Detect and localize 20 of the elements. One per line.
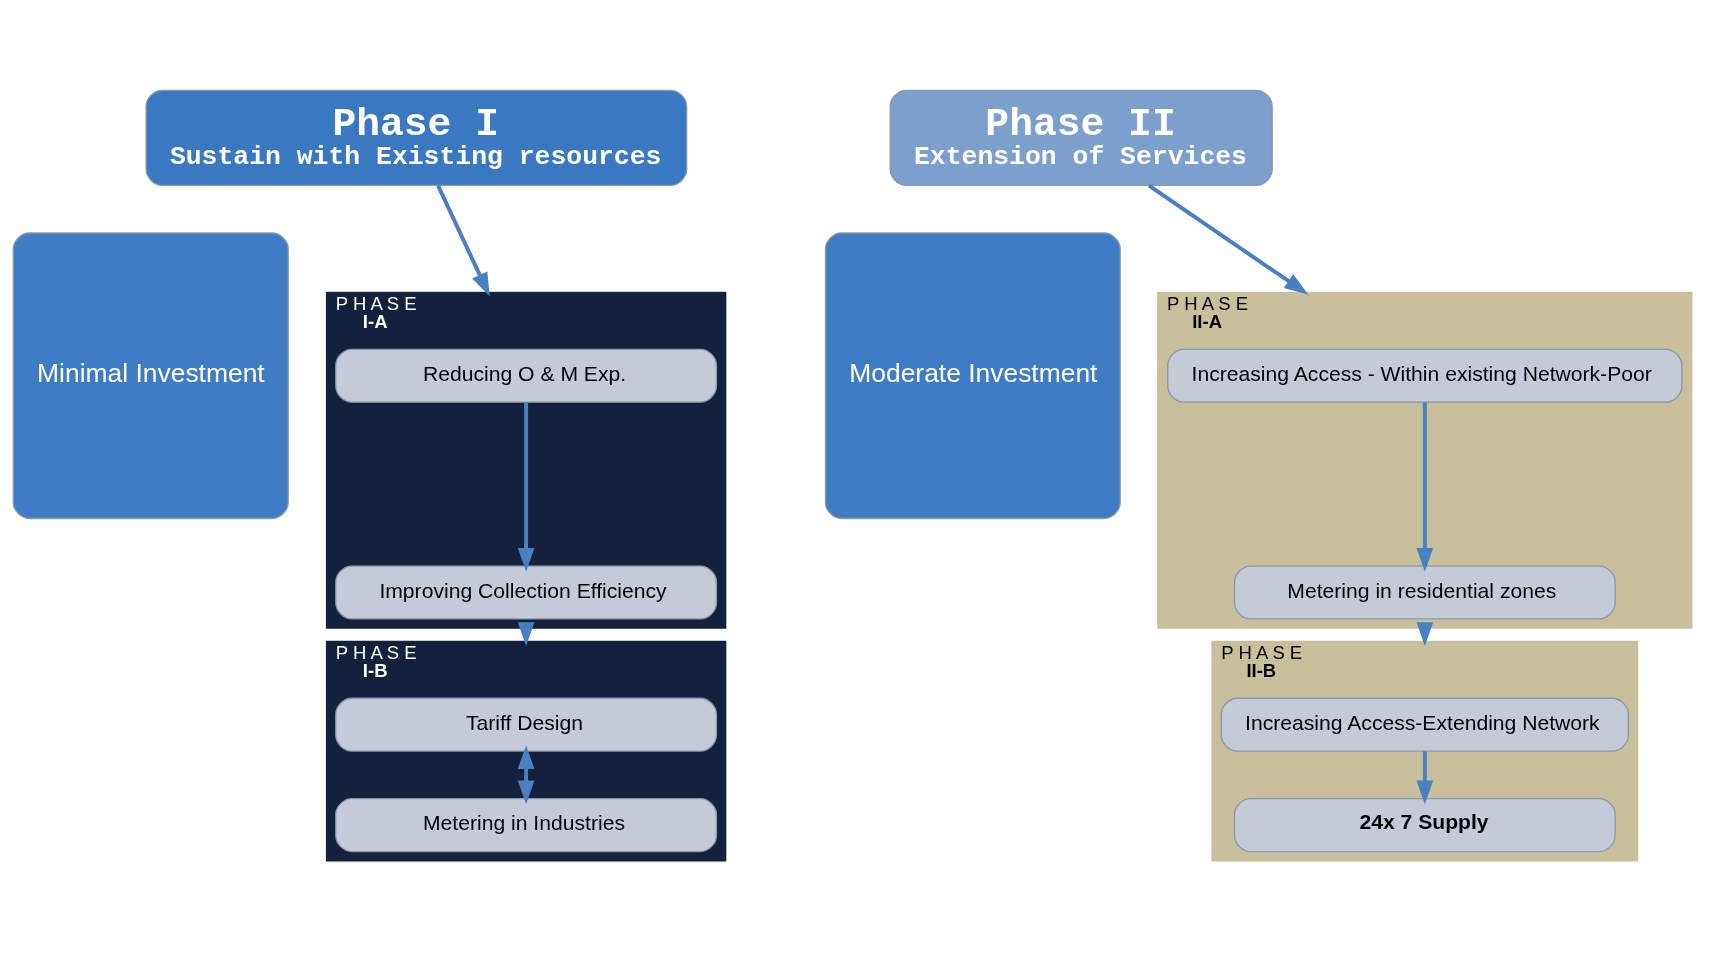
- node-box: Phase II Extension of Services: [889, 89, 1273, 187]
- node-box: Reducing O & M Exp.: [335, 348, 718, 403]
- node-box: Phase I Sustain with Existing resources: [145, 89, 688, 187]
- node-box: Moderate Investment: [824, 232, 1121, 520]
- arrow: [517, 402, 535, 572]
- arrow: [517, 745, 535, 805]
- node-box: Increasing Access - Within existing Network-Poor: [1167, 348, 1683, 403]
- node-box: Increasing Access-Extending Network: [1220, 697, 1630, 752]
- arrow: [1416, 751, 1434, 805]
- arrow: [1416, 622, 1434, 647]
- arrow: [1147, 184, 1309, 295]
- node-box: Tariff Design: [335, 697, 718, 752]
- arrow: [517, 622, 535, 647]
- node-box: Improving Collection Efficiency: [335, 565, 718, 620]
- arrow: [1416, 402, 1434, 572]
- node-box: Minimal Investment: [12, 232, 289, 520]
- node-box: 24x 7 Supply: [1233, 798, 1616, 853]
- node-box: Metering in Industries: [335, 798, 718, 853]
- arrow: [436, 184, 490, 297]
- node-box: Metering in residential zones: [1233, 565, 1616, 620]
